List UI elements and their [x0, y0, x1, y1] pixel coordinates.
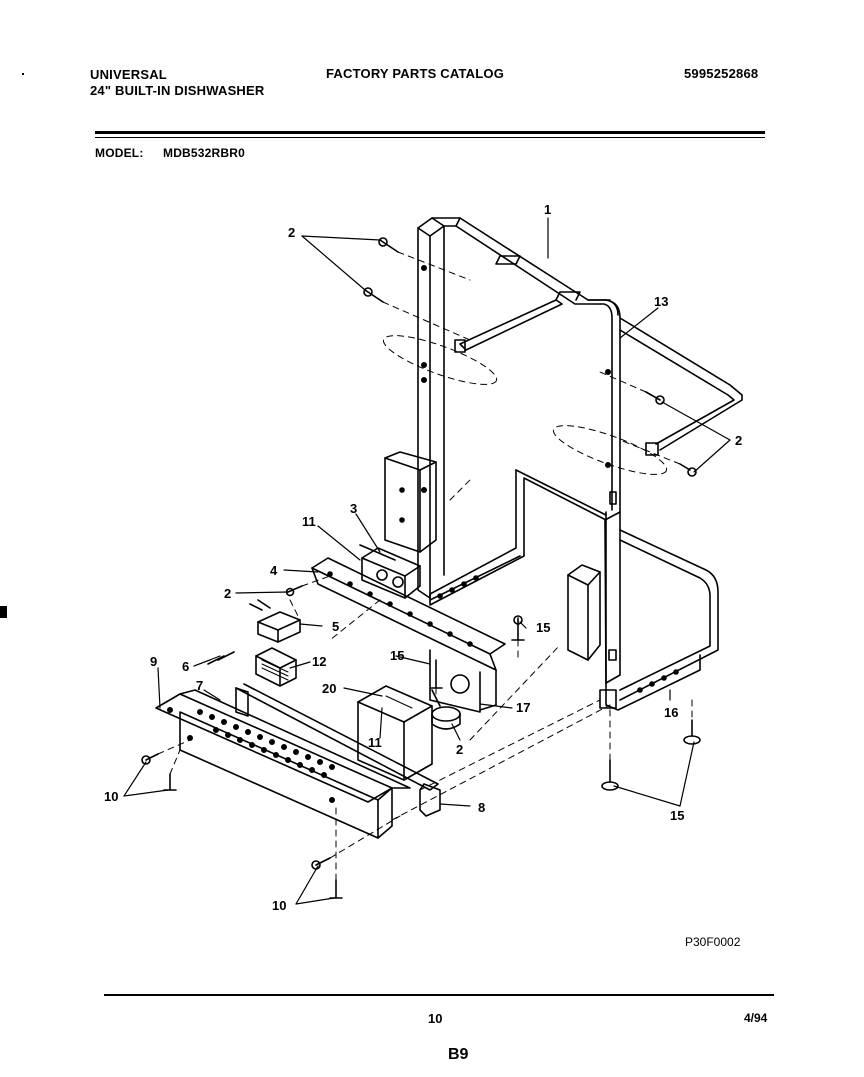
callout-10-left: 10: [104, 789, 119, 804]
callout-2-right: 2: [735, 433, 743, 448]
callout-2-left: 2: [224, 586, 232, 601]
callout-15-mid: 15: [390, 648, 405, 663]
callout-2-top: 2: [288, 225, 296, 240]
callout-20: 20: [322, 681, 337, 696]
page-number: 10: [428, 1011, 443, 1026]
brand-name: UNIVERSAL: [90, 67, 167, 82]
callout-9: 9: [150, 654, 158, 669]
callout-3: 3: [350, 501, 358, 516]
switch-assembly-part-3: [359, 544, 421, 599]
kick-plate-part-8: [179, 683, 441, 839]
leader-lines: [123, 217, 731, 905]
model-value: MDB532RBR0: [163, 146, 246, 160]
mounting-channel-part-4: [311, 557, 506, 713]
callout-15-upper: 15: [536, 620, 551, 635]
catalog-number: 5995252868: [684, 66, 759, 81]
callout-8: 8: [478, 800, 486, 815]
header-rule-thick: [95, 131, 765, 134]
callout-5: 5: [332, 619, 340, 634]
callout-16: 16: [664, 705, 679, 720]
model-label: MODEL:: [95, 146, 144, 160]
issue-date: 4/94: [744, 1011, 768, 1025]
callout-6: 6: [182, 659, 190, 674]
screws: [141, 237, 701, 899]
callout-11-lower: 11: [368, 735, 382, 750]
frame-part-1: [417, 217, 621, 684]
lower-rail-part-16: [429, 469, 719, 711]
scan-edge-mark: [0, 606, 7, 618]
callout-1: 1: [544, 202, 552, 217]
callout-17: 17: [516, 700, 531, 715]
callout-13: 13: [654, 294, 669, 309]
figure-code: P30F0002: [685, 935, 741, 949]
callout-11-upper: 11: [302, 514, 316, 529]
callout-7: 7: [196, 678, 204, 693]
product-name: 24" BUILT-IN DISHWASHER: [90, 83, 265, 98]
catalog-title: FACTORY PARTS CATALOG: [326, 66, 505, 81]
component-part-12: [255, 647, 297, 687]
section-code: B9: [448, 1046, 469, 1063]
switch-part-5: [249, 599, 301, 643]
assembly-guides: [157, 251, 693, 881]
scan-speck: [22, 73, 24, 75]
callout-12: 12: [312, 654, 327, 669]
side-bracket-part-13: [619, 317, 743, 456]
callout-15-lower: 15: [670, 808, 685, 823]
header-rule-thin: [95, 137, 765, 138]
inner-strap: [384, 299, 563, 553]
callout-10-bottom: 10: [272, 898, 287, 913]
callout-4: 4: [270, 563, 278, 578]
block-part-20: [357, 685, 461, 781]
footer-rule: [104, 994, 774, 996]
callout-2-bottom: 2: [456, 742, 464, 757]
